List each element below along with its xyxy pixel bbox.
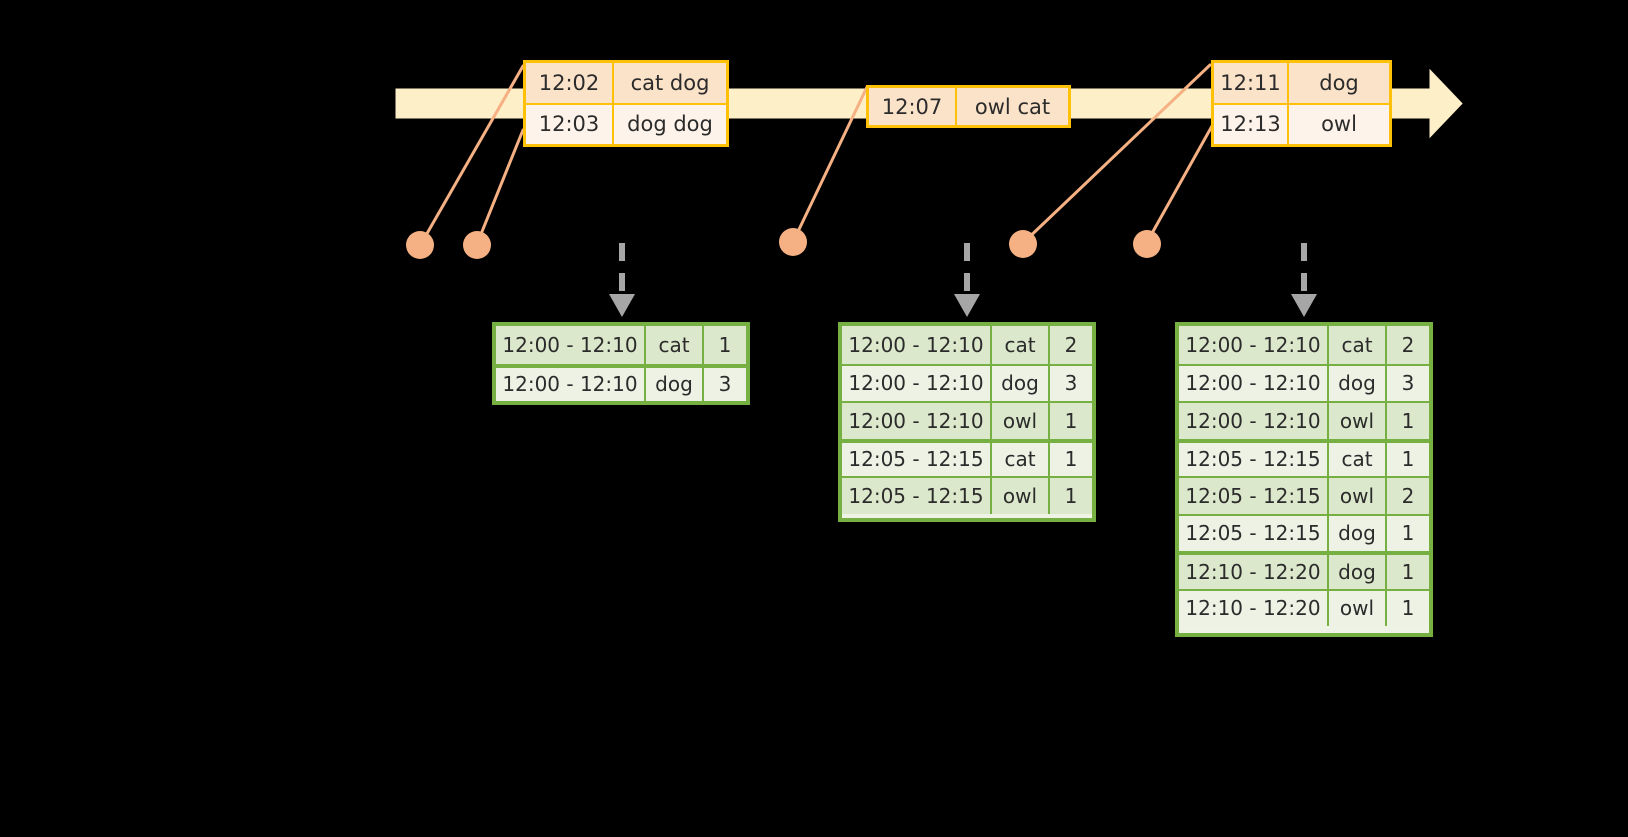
- cell-window: 12:10 - 12:20: [1179, 555, 1329, 589]
- cell-count: 1: [1064, 408, 1078, 433]
- dashed-arrow-3: [1291, 243, 1317, 317]
- result-table-2[interactable]: 12:00 - 12:10 cat 2 12:00 - 12:10 dog 3 …: [838, 322, 1096, 522]
- cell-key: cat: [1329, 442, 1387, 476]
- table-row[interactable]: 12:10 - 12:20 owl 1: [1179, 588, 1429, 626]
- table-row[interactable]: 12:05 - 12:15 cat 1: [842, 438, 1092, 476]
- cell-key: dog: [992, 365, 1050, 401]
- connector-line-1: [419, 64, 525, 246]
- dashed-arrow-2: [954, 243, 980, 317]
- cell-key: cat: [992, 326, 1050, 364]
- marker-dot-4[interactable]: [1009, 230, 1037, 258]
- cell-count: 1: [718, 332, 732, 357]
- event-text: dog dog: [627, 112, 713, 137]
- table-row[interactable]: 12:00 - 12:10 dog 3: [1179, 363, 1429, 401]
- dashed-arrows: [609, 243, 1317, 317]
- cell-count: 1: [1401, 447, 1415, 472]
- event-text: owl cat: [974, 94, 1051, 119]
- event-time: 12:02: [526, 63, 614, 103]
- marker-dot-3[interactable]: [779, 228, 807, 256]
- table-row[interactable]: 12:05 - 12:15 cat 1: [1179, 438, 1429, 476]
- event-row[interactable]: 12:03 dog dog: [526, 102, 726, 144]
- cell-count: 1: [1401, 596, 1415, 621]
- cell-key: cat: [646, 326, 704, 364]
- table-row[interactable]: 12:00 - 12:10 owl 1: [842, 401, 1092, 439]
- table-row[interactable]: 12:00 - 12:10 dog 3: [496, 363, 746, 401]
- cell-key: owl: [1329, 478, 1387, 514]
- marker-dot-2[interactable]: [463, 231, 491, 259]
- event-time: 12:13: [1214, 104, 1289, 144]
- cell-window: 12:05 - 12:15: [842, 478, 992, 514]
- cell-window: 12:00 - 12:10: [1179, 403, 1329, 439]
- cell-window: 12:00 - 12:10: [842, 365, 992, 401]
- cell-window: 12:05 - 12:15: [1179, 442, 1329, 476]
- table-row[interactable]: 12:00 - 12:10 cat 1: [496, 326, 746, 364]
- cell-count: 1: [1064, 447, 1078, 472]
- cell-key: owl: [992, 478, 1050, 514]
- event-row[interactable]: 12:02 cat dog: [526, 63, 726, 103]
- event-time: 12:11: [1214, 63, 1289, 103]
- result-table-1[interactable]: 12:00 - 12:10 cat 1 12:00 - 12:10 dog 3: [492, 322, 750, 405]
- cell-key: cat: [1329, 326, 1387, 364]
- table-row[interactable]: 12:00 - 12:10 cat 2: [842, 326, 1092, 364]
- connector-line-3: [791, 85, 869, 244]
- event-row[interactable]: 12:07 owl cat: [869, 88, 1068, 125]
- cell-window: 12:05 - 12:15: [1179, 478, 1329, 514]
- cell-count: 3: [1401, 371, 1415, 396]
- cell-window: 12:05 - 12:15: [842, 442, 992, 476]
- cell-window: 12:00 - 12:10: [496, 326, 646, 364]
- cell-window: 12:00 - 12:10: [496, 367, 646, 401]
- event-time: 12:03: [526, 104, 614, 144]
- cell-key: cat: [992, 442, 1050, 476]
- cell-count: 2: [1064, 332, 1078, 357]
- event-box-3[interactable]: 12:11 dog 12:13 owl: [1211, 60, 1392, 147]
- table-row[interactable]: 12:05 - 12:15 owl 1: [842, 476, 1092, 514]
- table-row[interactable]: 12:00 - 12:10 dog 3: [842, 363, 1092, 401]
- cell-window: 12:00 - 12:10: [1179, 326, 1329, 364]
- table-row[interactable]: 12:00 - 12:10 owl 1: [1179, 401, 1429, 439]
- table-row[interactable]: 12:05 - 12:15 dog 1: [1179, 513, 1429, 551]
- marker-dot-1[interactable]: [406, 231, 434, 259]
- marker-dot-5[interactable]: [1133, 230, 1161, 258]
- cell-count: 3: [1064, 371, 1078, 396]
- cell-count: 2: [1401, 332, 1415, 357]
- cell-key: dog: [1329, 365, 1387, 401]
- cell-key: dog: [646, 367, 704, 401]
- event-box-1[interactable]: 12:02 cat dog 12:03 dog dog: [523, 60, 729, 147]
- cell-key: owl: [1329, 403, 1387, 439]
- cell-key: owl: [992, 403, 1050, 439]
- table-row[interactable]: 12:00 - 12:10 cat 2: [1179, 326, 1429, 364]
- cell-key: dog: [1329, 555, 1387, 589]
- cell-count: 1: [1064, 483, 1078, 508]
- event-row[interactable]: 12:11 dog: [1214, 63, 1389, 103]
- table-row[interactable]: 12:10 - 12:20 dog 1: [1179, 551, 1429, 589]
- cell-count: 1: [1401, 521, 1415, 546]
- cell-count: 3: [718, 372, 732, 397]
- cell-window: 12:10 - 12:20: [1179, 590, 1329, 626]
- cell-count: 1: [1401, 408, 1415, 433]
- connector-line-2: [475, 128, 525, 246]
- event-text: owl: [1321, 112, 1357, 137]
- cell-count: 2: [1401, 483, 1415, 508]
- connector-line-5: [1144, 124, 1214, 246]
- event-box-2[interactable]: 12:07 owl cat: [866, 85, 1071, 128]
- event-text: dog: [1319, 70, 1359, 95]
- marker-dots: [406, 228, 1161, 259]
- table-row[interactable]: 12:05 - 12:15 owl 2: [1179, 476, 1429, 514]
- cell-window: 12:00 - 12:10: [842, 403, 992, 439]
- cell-count: 1: [1401, 559, 1415, 584]
- cell-window: 12:00 - 12:10: [842, 326, 992, 364]
- result-table-3[interactable]: 12:00 - 12:10 cat 2 12:00 - 12:10 dog 3 …: [1175, 322, 1433, 637]
- cell-window: 12:05 - 12:15: [1179, 515, 1329, 551]
- cell-key: owl: [1329, 590, 1387, 626]
- event-time: 12:07: [869, 88, 957, 125]
- cell-key: dog: [1329, 515, 1387, 551]
- dashed-arrow-1: [609, 243, 635, 317]
- event-text: cat dog: [630, 70, 710, 95]
- event-row[interactable]: 12:13 owl: [1214, 102, 1389, 144]
- cell-window: 12:00 - 12:10: [1179, 365, 1329, 401]
